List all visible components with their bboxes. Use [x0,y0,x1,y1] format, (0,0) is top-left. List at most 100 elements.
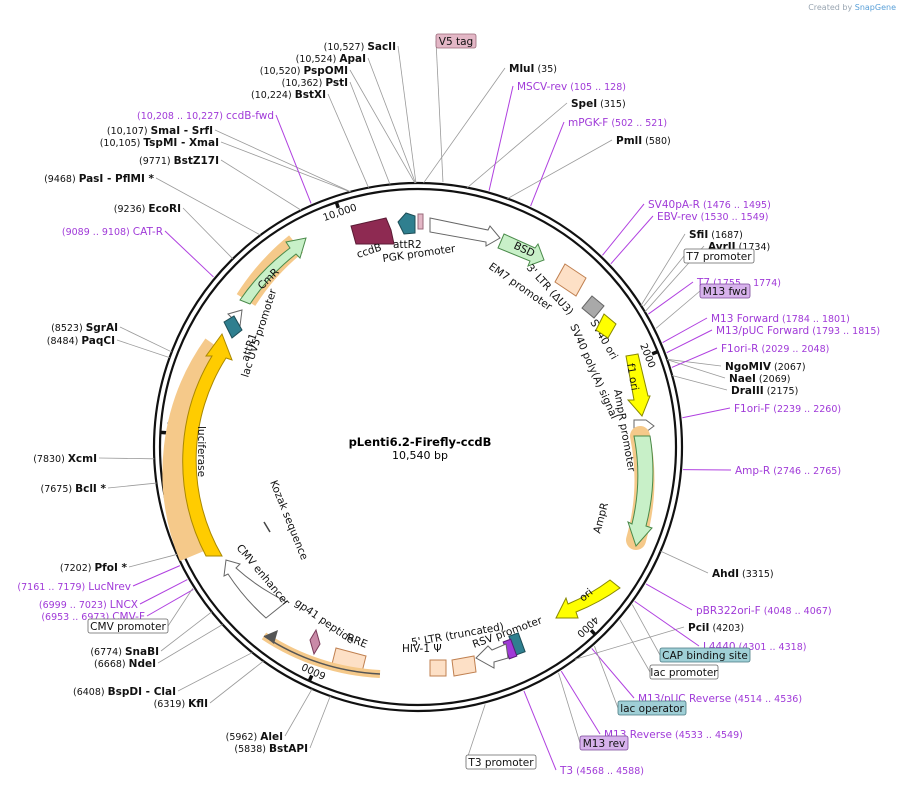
svg-text:V5 tag: V5 tag [439,36,473,48]
site-label: NaeI (2069) [729,373,791,385]
site-leader [182,207,234,260]
cmv-enhancer-arrow [223,559,287,619]
ampr-feature [627,435,654,547]
site-leader [177,652,253,692]
site-leader [209,660,264,704]
bsd-feature [497,233,545,267]
f1-ori-feature [625,353,651,417]
svg-text:lac operator: lac operator [620,703,684,715]
primer-label: MSCV-rev (105 .. 128) [517,81,626,93]
site-leader [116,339,170,359]
lac-cluster [502,632,526,660]
site-leader [640,233,686,306]
rsv-promoter-arrow [475,643,509,669]
tick-mark [307,674,314,682]
luciferase-halo-arc [162,338,227,561]
primer-leader [488,85,514,191]
boxed-label: V5 tag [435,33,477,49]
site-leader [309,695,331,749]
site-label: SfiI (1687) [689,229,743,241]
primer-label: EBV-rev (1530 .. 1549) [657,211,769,223]
snapgene-logo: SnapGene [854,3,896,12]
plasmid-name: pLenti6.2-Firefly-ccdB [349,435,492,449]
primer-leader [662,317,708,344]
site-leader [666,359,726,379]
attR2-label: attR2 [393,239,422,251]
site-label: (10,107) SmaI - SrfI [107,125,213,137]
svg-text:CMV promoter: CMV promoter [90,621,166,633]
primer-leader [610,215,654,265]
site-labels: (10,527) SacII(10,524) ApaI(10,520) PspO… [17,41,880,777]
svg-text:T3 promoter: T3 promoter [467,757,534,769]
ccdB-feature [350,217,395,245]
site-leader [160,611,213,652]
site-label: (8523) SgrAI [51,322,118,334]
primer-label: pBR322ori-F (4048 .. 4067) [696,605,832,617]
primer-label: (6999 .. 7023) LNCX [39,599,138,611]
boxed-label: lac operator [617,700,687,716]
site-label: (10,520) PspOMI [260,65,348,77]
plasmid-size: 10,540 bp [392,449,448,462]
site-leader [128,554,177,568]
site-label: (9771) BstZ17I [139,155,219,167]
primer-label: F1ori-R (2029 .. 2048) [721,343,829,355]
primer-leader [146,588,194,617]
attR1-feature [223,315,243,339]
site-label: (9236) EcoRI [114,203,181,215]
site-leader [155,177,261,236]
site-label: (8484) PaqCI [47,335,115,347]
site-label: SpeI (315) [571,98,626,110]
primer-leader [648,281,694,315]
site-label: (5838) BstAPI [234,743,308,755]
site-leader [220,141,351,193]
kozak-mark [263,521,271,533]
primer-label: (7161 .. 7179) LucNrev [17,581,131,593]
site-leaders [98,40,732,771]
site-leader [574,626,685,660]
primer-label: T3 (4568 .. 4588) [559,765,644,777]
primer-leader [682,407,731,419]
lower-arc-line [263,635,381,675]
site-leader [467,102,568,188]
site-label: (6319) KflI [154,698,208,710]
site-leader [349,69,416,184]
boxed-label: T7 promoter [683,248,755,264]
primer-leader [523,690,557,771]
boxed-leader [594,645,619,709]
boxed-leader [631,604,661,656]
primer-label: Amp-R (2746 .. 2765) [735,465,841,477]
tick-mark [334,201,340,209]
tick-mark [589,628,597,636]
site-label: (7830) XcmI [33,453,97,465]
luciferase-label: luciferase [195,426,207,477]
primer-leader [164,230,214,278]
pgk-promoter-arrow [429,217,501,247]
svg-text:CAP binding site: CAP binding site [662,650,748,662]
site-leader [119,326,172,353]
primer-leader [275,114,312,204]
site-label: (9468) PasI - PflMI * [44,173,154,185]
site-leader [349,81,391,185]
ltr5-feature [451,655,477,677]
sv40-ori-feature [581,295,605,319]
site-leader [284,688,313,737]
svg-text:M13 fwd: M13 fwd [703,286,748,298]
ampr-label: AmpR [591,501,611,534]
primer-leader [666,329,713,354]
v5-tag-marker [417,213,424,230]
primer-leader [645,583,693,611]
site-label: (6408) BspDI - ClaI [73,686,176,698]
primer-label: (9089 .. 9108) CAT-R [62,226,163,238]
primer-label: SV40pA-R (1476 .. 1495) [648,199,771,211]
primer-leader [132,565,181,587]
primer-label: (10,208 .. 10,227) ccdB-fwd [137,110,274,122]
boxed-label: CAP binding site [659,647,751,663]
primer-leader [139,579,188,605]
site-label: (10,524) ApaI [296,53,366,65]
cmr-feature [239,237,307,305]
psi-label: HIV-1 Ψ [402,643,442,655]
primer-label: F1ori-F (2239 .. 2260) [734,403,841,415]
boxed-label: T3 promoter [465,754,537,770]
boxed-leader [655,290,701,329]
